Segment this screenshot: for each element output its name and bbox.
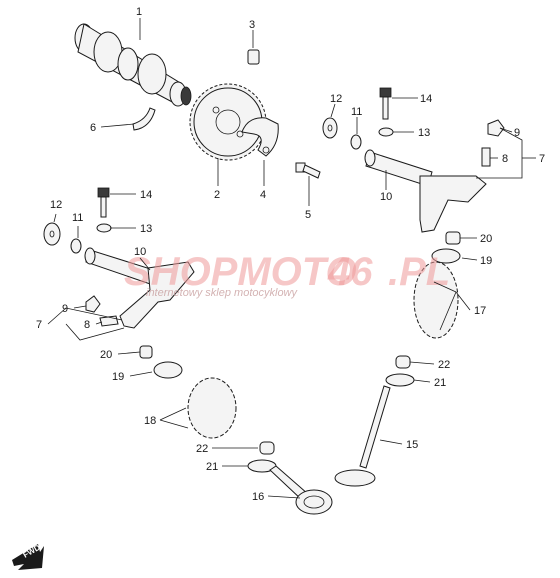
watermark-tagline: internetowy sklep motocyklowy bbox=[146, 287, 299, 299]
adjuster-8-right bbox=[481, 147, 491, 167]
callout-12-right: 12 bbox=[330, 93, 342, 105]
callout-17: 17 bbox=[474, 305, 486, 317]
valve-seal-22-right bbox=[395, 355, 411, 369]
callout-18: 18 bbox=[144, 415, 156, 427]
callout-22-right: 22 bbox=[438, 359, 450, 371]
callout-7-right: 7 bbox=[539, 153, 545, 165]
washer-13-right bbox=[378, 127, 394, 137]
callout-1: 1 bbox=[136, 6, 142, 18]
callout-3: 3 bbox=[249, 19, 255, 31]
cam-sprocket bbox=[189, 83, 267, 161]
valve-seal-22-left bbox=[259, 441, 275, 455]
callout-9-left: 9 bbox=[62, 303, 68, 315]
spring-seat-21-right bbox=[385, 373, 415, 387]
callout-4: 4 bbox=[260, 189, 266, 201]
leader-lines bbox=[47, 18, 536, 499]
callout-20-right: 20 bbox=[480, 233, 492, 245]
dowel-pin bbox=[247, 49, 260, 65]
callout-15: 15 bbox=[406, 439, 418, 451]
callout-11-right: 11 bbox=[351, 106, 362, 118]
camshaft bbox=[74, 23, 192, 107]
watermark-brand-suffix: .PL bbox=[388, 250, 450, 294]
callout-labels: 1 3 6 2 4 5 12 11 14 13 9 8 7 10 20 19 1… bbox=[36, 6, 545, 503]
callout-14-right: 14 bbox=[420, 93, 432, 105]
retainer-20-right bbox=[445, 231, 461, 245]
callout-7-left: 7 bbox=[36, 319, 42, 331]
callout-11-left: 11 bbox=[72, 212, 83, 224]
callout-13-right: 13 bbox=[418, 127, 430, 139]
valve-springs-18-left bbox=[187, 377, 237, 439]
callout-8-left: 8 bbox=[84, 319, 90, 331]
callout-22-left: 22 bbox=[196, 443, 208, 455]
callout-16: 16 bbox=[252, 491, 264, 503]
callout-21-right: 21 bbox=[434, 377, 446, 389]
callout-5: 5 bbox=[305, 209, 311, 221]
callout-21-left: 21 bbox=[206, 461, 218, 473]
washer-12-left bbox=[43, 222, 61, 246]
callout-20-left: 20 bbox=[100, 349, 112, 361]
rocker-arm-right bbox=[419, 175, 487, 233]
callout-6: 6 bbox=[90, 122, 96, 134]
callout-2: 2 bbox=[214, 189, 220, 201]
bolt-5 bbox=[295, 162, 321, 179]
clip bbox=[132, 107, 156, 131]
spring-seat-19-left bbox=[153, 361, 183, 379]
o-ring-11-right bbox=[350, 134, 362, 150]
rocker-arm-left bbox=[119, 261, 195, 329]
callout-8-right: 8 bbox=[502, 153, 508, 165]
callout-19-right: 19 bbox=[480, 255, 492, 267]
guide-plate bbox=[241, 117, 279, 157]
nut-9-left bbox=[85, 295, 101, 313]
bolt-14-right bbox=[379, 87, 392, 120]
washer-13-left bbox=[96, 223, 112, 233]
watermark-brand-number: 46 bbox=[327, 250, 373, 294]
spring-seat-19-right bbox=[431, 248, 461, 264]
watermark: SHOPMOTO 46 .PL internetowy sklep motocy… bbox=[124, 250, 450, 299]
retainer-20-left bbox=[139, 345, 153, 359]
exhaust-valve-15 bbox=[334, 385, 391, 487]
callout-19-left: 19 bbox=[112, 371, 124, 383]
callout-14-left: 14 bbox=[140, 189, 152, 201]
valve-springs-17-right bbox=[413, 261, 459, 339]
callout-9-right: 9 bbox=[514, 127, 520, 139]
watermark-brand-left: SHOPMOTO bbox=[124, 250, 357, 294]
bolt-14-left bbox=[97, 187, 110, 218]
o-ring-11-left bbox=[70, 238, 82, 254]
callout-10-left: 10 bbox=[134, 246, 146, 258]
washer-12-right bbox=[322, 117, 338, 139]
rocker-shaft-left bbox=[84, 247, 161, 287]
intake-valve-16 bbox=[269, 465, 333, 515]
callout-13-left: 13 bbox=[140, 223, 152, 235]
callout-12-left: 12 bbox=[50, 199, 62, 211]
nut-9-right bbox=[487, 119, 505, 137]
fwd-arrow: FWD bbox=[12, 543, 44, 570]
callout-10-right: 10 bbox=[380, 191, 392, 203]
